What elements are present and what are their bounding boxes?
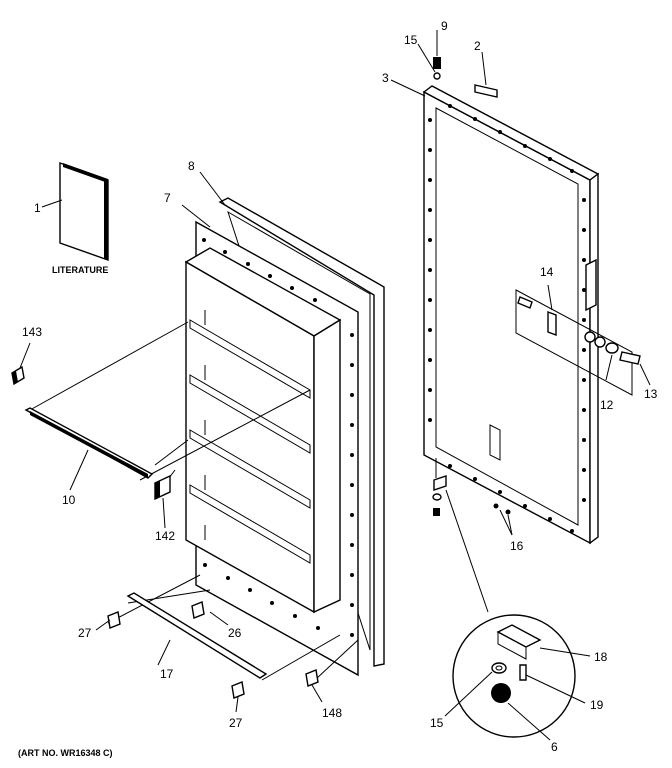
label-13: 13 (644, 387, 658, 401)
bottom-trim-17 (126, 592, 268, 679)
label-148: 148 (322, 706, 342, 720)
label-10: 10 (62, 493, 76, 507)
label-7: 7 (164, 191, 171, 205)
bracket-142 (154, 474, 171, 529)
rivet-dots (428, 104, 586, 533)
outer-door-panel (422, 85, 633, 545)
label-3: 3 (382, 71, 389, 85)
label-26: 26 (228, 626, 242, 640)
label-9: 9 (441, 19, 448, 33)
label-18: 18 (594, 650, 608, 664)
label-27-bottom: 27 (229, 716, 243, 730)
label-8: 8 (188, 159, 195, 173)
literature-booklet (41, 162, 109, 261)
clip-143 (11, 342, 31, 386)
part-labels: 9 15 2 3 8 7 1 LITERATURE 143 14 13 12 1… (22, 19, 658, 754)
label-literature: LITERATURE (52, 265, 108, 275)
top-hinge-parts (390, 30, 498, 98)
screws (95, 601, 323, 713)
label-17: 17 (160, 667, 174, 681)
inner-liner (181, 204, 359, 677)
label-27-left: 27 (78, 626, 92, 640)
label-14: 14 (540, 265, 554, 279)
label-15-bottom: 15 (430, 716, 444, 730)
lock-assembly (517, 284, 651, 386)
leader-lines (29, 321, 489, 681)
label-142: 142 (155, 529, 175, 543)
label-143: 143 (22, 325, 42, 339)
trim-strip-10 (24, 407, 154, 491)
art-number: (ART NO. WR16348 C) (18, 748, 113, 758)
hinge-detail-circle (444, 614, 591, 741)
label-12: 12 (600, 398, 614, 412)
label-19: 19 (590, 698, 604, 712)
bottom-hinge-parts (432, 458, 513, 536)
label-16: 16 (510, 539, 524, 553)
label-1: 1 (34, 201, 41, 215)
label-15-top: 15 (404, 33, 418, 47)
label-6: 6 (551, 740, 558, 754)
label-2: 2 (474, 39, 481, 53)
door-shelves (189, 310, 311, 564)
